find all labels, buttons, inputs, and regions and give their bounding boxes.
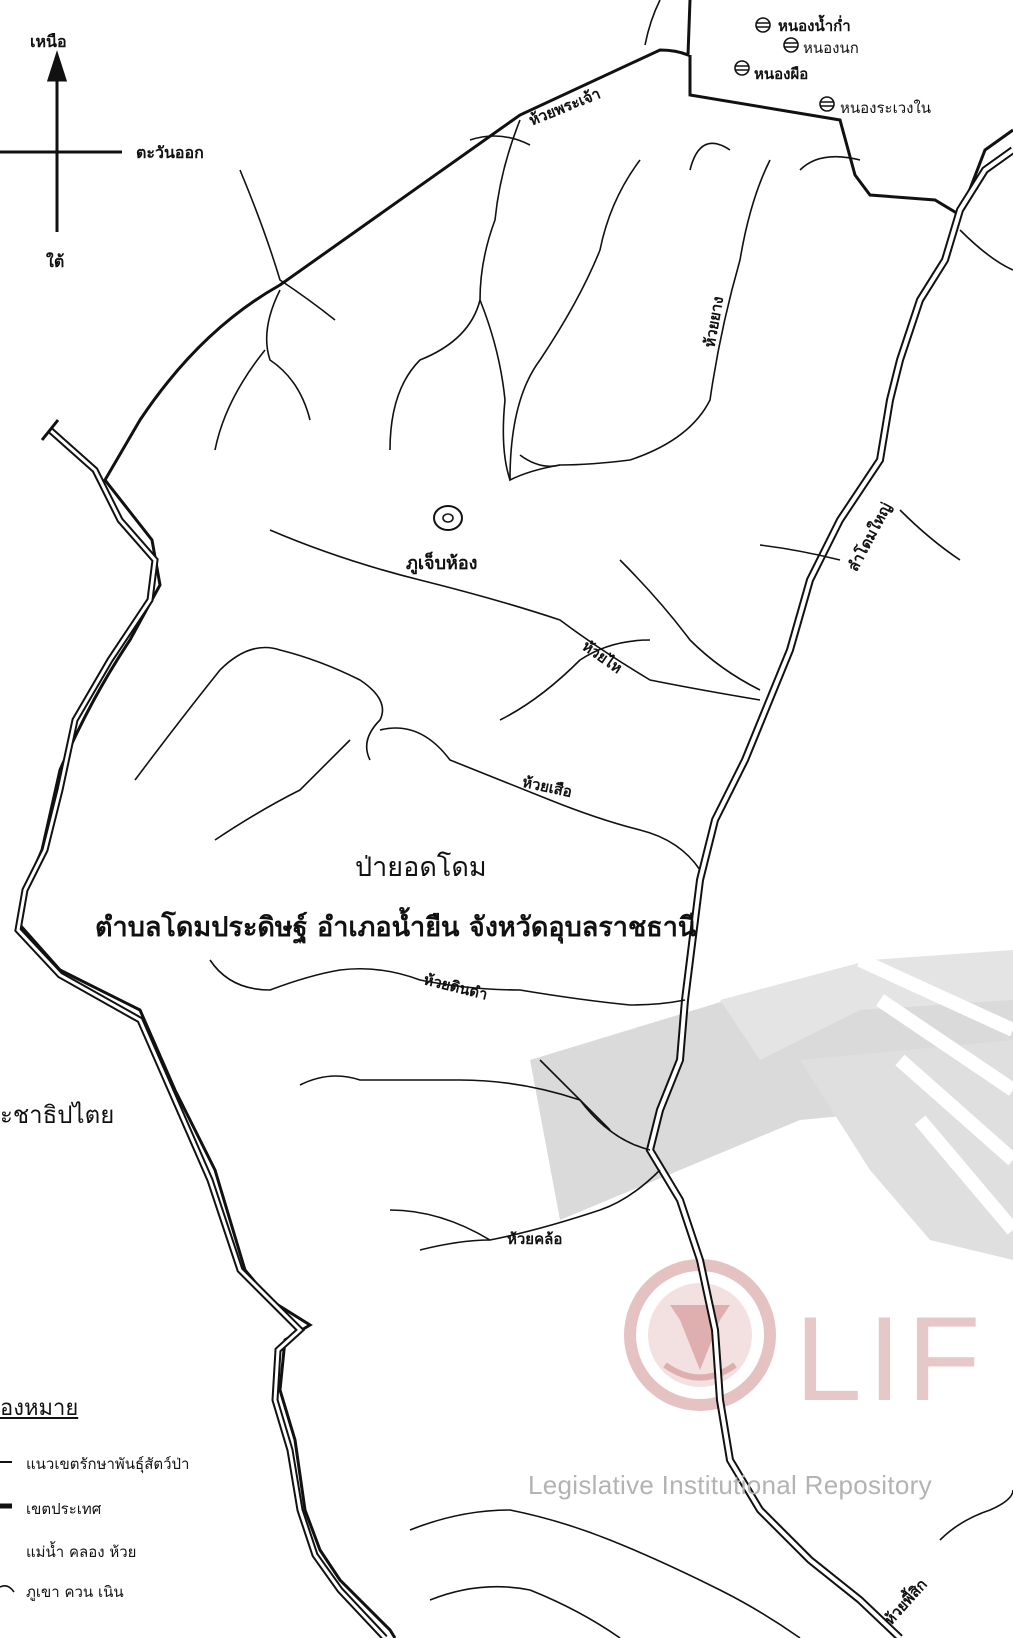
stream-17 (379, 727, 701, 871)
stream-28 (959, 229, 1013, 271)
pond-label-nong-nam-kam: หนองน้ำก่ำ (778, 17, 851, 35)
watermark-logo-text: LIF (795, 1292, 987, 1426)
mountain-symbol-outer (433, 505, 463, 531)
compass-south-label: ใต้ (46, 252, 65, 271)
stream-26 (939, 1489, 1013, 1541)
pond-label-nong-rawaeng-nai: หนองระเวงใน (840, 99, 932, 117)
watermark-repository-text: Legislative Institutional Repository (528, 1470, 932, 1500)
stream-11 (799, 155, 861, 171)
stream-19 (209, 959, 686, 1006)
stream-14 (499, 639, 651, 721)
pond-icon-lines (735, 22, 834, 107)
label-huay-kho: ห้วยคล้อ (507, 1230, 563, 1248)
stream-23 (419, 1239, 491, 1251)
stream-18 (214, 739, 351, 841)
label-phu-jeb-hong: ภูเจ็บห้อง (406, 553, 478, 574)
watermark-gray-band-2 (720, 950, 1013, 1060)
stream-13 (619, 559, 761, 691)
pond-icon-4 (819, 96, 835, 112)
stream-9 (519, 159, 771, 468)
legend-item-river: แม่น้ำ คลอง ห้วย (26, 1543, 137, 1561)
stream-7 (469, 135, 531, 146)
legend-item-sanctuary: แนวเขตรักษาพันธุ์สัตว์ป่า (26, 1455, 190, 1473)
lam-dom-yai-river-inner (647, 148, 1013, 1638)
pond-icon-2 (783, 37, 799, 53)
country-label-edge: ะชาธิปไตย (0, 1101, 115, 1129)
pond-icon-1 (755, 17, 771, 33)
north-arrow-icon (46, 50, 68, 82)
watermark-gray-stripes (857, 953, 1013, 1235)
stream-8 (509, 159, 641, 482)
legend-symbol-mountain (0, 1585, 15, 1593)
pond-label-nong-phue: หนองผือ (754, 65, 809, 83)
map-subtitle: ตำบลโดมประดิษฐ์ อำเภอน้ำยืน จังหวัดอุบลร… (95, 912, 697, 943)
watermark-seal-base (663, 1362, 737, 1381)
pond-icon-3 (734, 60, 750, 76)
stream-27 (899, 509, 961, 561)
stream-6 (479, 299, 511, 481)
compass (0, 50, 122, 232)
sanctuary-boundary-top-right (688, 55, 1013, 218)
stream-3 (265, 289, 311, 421)
compass-east-label: ตะวันออก (136, 143, 204, 162)
stream-12 (269, 529, 761, 701)
stream-15 (759, 544, 841, 561)
legend-title: องหมาย (0, 1396, 79, 1421)
stream-10 (689, 142, 731, 171)
stream-16 (134, 646, 384, 781)
stream-22 (389, 1169, 661, 1241)
map-title: ป่ายอดโดม (355, 852, 487, 883)
stream-4 (214, 349, 266, 451)
compass-north-label: เหนือ (30, 32, 67, 51)
stream-25 (429, 1585, 621, 1638)
mountain-symbol-inner (442, 513, 454, 523)
pond-label-nong-nok: หนองนก (803, 39, 859, 57)
legend-item-border: เขตประเทศ (26, 1500, 102, 1518)
legend-symbols (0, 1461, 15, 1593)
country-border-start-tick (40, 419, 60, 441)
watermark-graphic (530, 950, 1013, 1411)
stream-20 (299, 1075, 651, 1151)
pond-symbols (734, 17, 835, 112)
stream-5 (389, 119, 521, 451)
country-border-inner (16, 428, 387, 1638)
stream-1 (644, 0, 661, 46)
stream-24 (409, 1509, 801, 1638)
sanctuary-boundary (18, 0, 692, 1638)
watermark-gray-band-3 (800, 1040, 1013, 1260)
streams (134, 0, 1013, 1638)
stream-21 (539, 1059, 611, 1131)
watermark-gray-band-1 (530, 980, 1013, 1220)
legend-item-mountain: ภูเขา ควน เนิน (26, 1583, 124, 1601)
stream-2 (239, 169, 336, 321)
